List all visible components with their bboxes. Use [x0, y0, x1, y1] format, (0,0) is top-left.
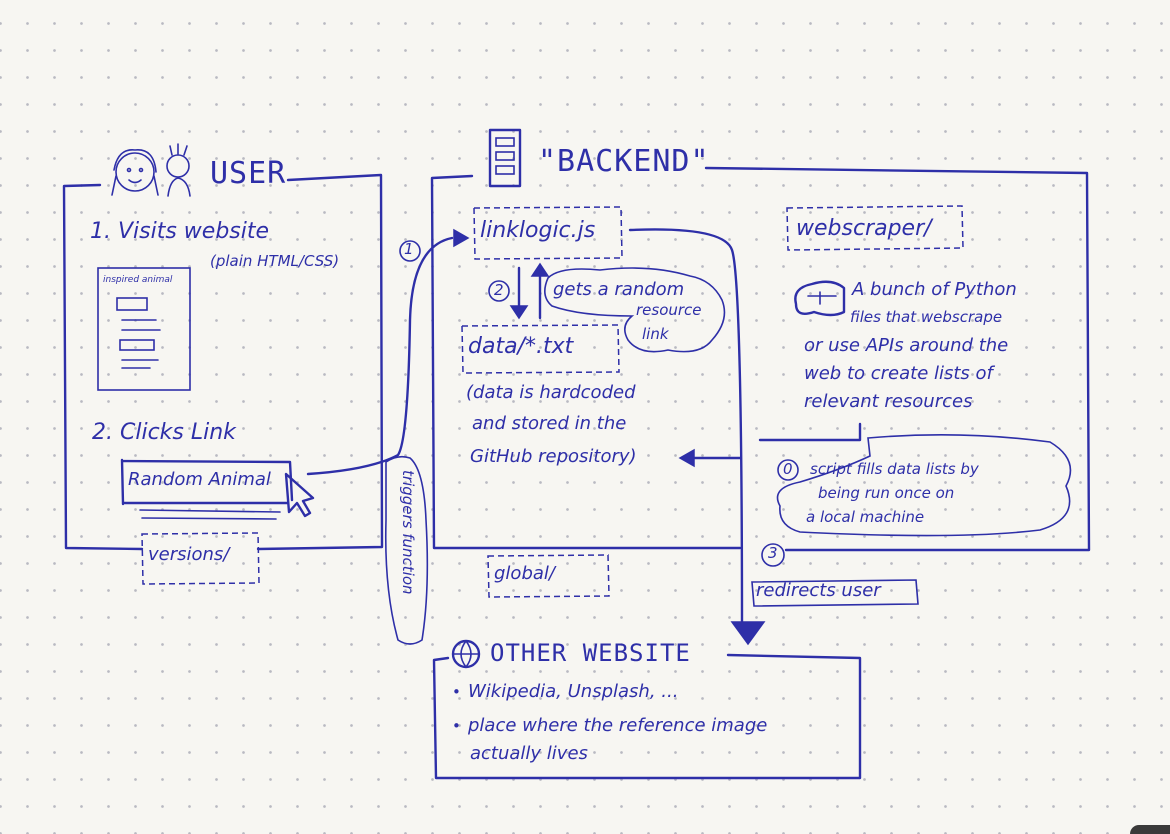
fill-text-2: being run once on: [818, 484, 955, 502]
user-people-icon: [111, 143, 191, 197]
webscraper-desc-2: files that webscrape: [850, 308, 1003, 326]
backend-title: "BACKEND": [538, 144, 710, 179]
triggers-bubble: [384, 455, 429, 645]
webscraper-desc-5: relevant resources: [804, 391, 973, 412]
random-animal-box: [120, 458, 294, 506]
linklogic-box: [473, 206, 623, 260]
data-note-1: (data is hardcoded: [466, 382, 636, 403]
datafile[interactable]: data/*.txt: [468, 334, 574, 359]
connector-line: [306, 236, 454, 476]
triggers-label: triggers function: [399, 470, 417, 595]
notebook-edge: [1130, 825, 1170, 834]
server-icon: [488, 128, 522, 188]
cursor-icon: [284, 472, 315, 518]
data-note-2: and stored in the: [472, 413, 627, 434]
fill-text-1: script fills data lists by: [810, 460, 979, 478]
webscraper-desc-3: or use APIs around the: [804, 335, 1009, 356]
website-sketch-icon: [97, 267, 191, 391]
data-note-3: GitHub repository): [470, 446, 637, 467]
versions-folder: versions/: [148, 544, 230, 565]
step0-marker: 0: [783, 460, 793, 478]
fill-text-3: a local machine: [806, 508, 925, 526]
other-bullet-1: Wikipedia, Unsplash, ...: [468, 681, 679, 702]
python-icon: [794, 280, 846, 317]
redirect-bubble: [751, 579, 919, 607]
other-bullet-2a: place where the reference image: [468, 715, 768, 736]
bullet-2-marker: •: [452, 717, 461, 735]
other-bullet-2b: actually lives: [470, 743, 588, 764]
globe-icon: [451, 639, 481, 669]
other-frame: [432, 653, 862, 780]
redirect-label: redirects user: [756, 580, 881, 601]
gets-text-1: gets a random: [553, 279, 685, 300]
gets-text-3: link: [642, 325, 669, 343]
backend-frame: [430, 166, 1091, 552]
step3-marker: 3: [768, 544, 778, 562]
user-frame: [62, 173, 384, 551]
redirect-arrow: [628, 228, 744, 632]
webscraper-desc-4: web to create lists of: [804, 363, 993, 384]
datafile-box: [461, 324, 620, 374]
global-folder: global/: [494, 563, 555, 584]
bullet-1-marker: •: [452, 683, 461, 701]
user-title: USER: [210, 156, 287, 191]
linklogic-file[interactable]: linklogic.js: [480, 218, 596, 243]
webscraper-folder[interactable]: webscraper/: [796, 216, 932, 241]
step2-text: 2. Clicks Link: [92, 420, 236, 445]
global-box: [487, 554, 610, 598]
gets-cloud: [544, 267, 726, 353]
fill-bubble: [776, 434, 1072, 537]
random-animal-link[interactable]: Random Animal: [128, 469, 271, 490]
sketch-header: inspired animal: [103, 275, 173, 285]
step2-marker: 2: [494, 281, 504, 299]
gets-text-2: resource: [636, 301, 702, 319]
step1-marker: 1: [404, 240, 414, 258]
step1-text: 1. Visits website: [90, 219, 270, 244]
webscraper-desc-1: A bunch of Python: [852, 279, 1017, 300]
fill-arrow: [758, 422, 862, 442]
other-title: OTHER WEBSITE: [490, 639, 691, 667]
step1-note: (plain HTML/CSS): [210, 252, 340, 270]
